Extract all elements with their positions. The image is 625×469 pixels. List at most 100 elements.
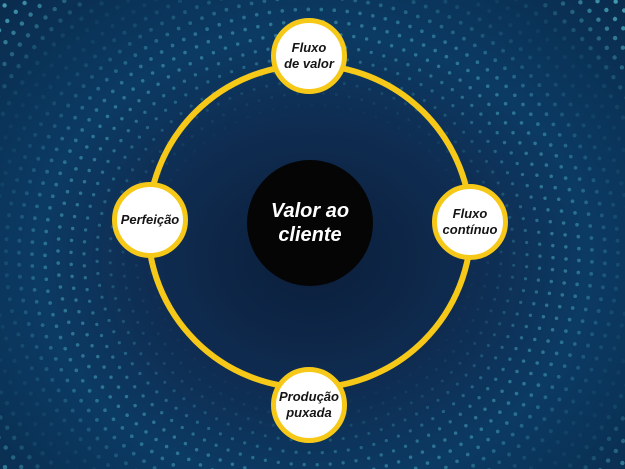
background-dot [488, 24, 493, 29]
background-dot [570, 9, 575, 15]
background-dot [98, 124, 102, 129]
background-dot [200, 16, 204, 20]
background-dot [219, 392, 223, 395]
background-dot [495, 131, 499, 135]
background-dot [194, 5, 199, 10]
background-dot [473, 259, 477, 263]
background-dot [119, 80, 124, 85]
background-dot [596, 17, 601, 22]
background-dot [567, 463, 573, 468]
background-dot [586, 295, 590, 300]
background-dot [604, 26, 610, 31]
background-dot [2, 3, 7, 8]
background-dot [67, 10, 73, 15]
background-dot [403, 10, 408, 15]
background-dot [33, 132, 38, 137]
background-dot [11, 189, 16, 194]
background-dot [462, 130, 466, 134]
background-dot [57, 431, 62, 436]
background-dot [409, 38, 414, 42]
background-dot [564, 409, 569, 414]
background-dot [199, 56, 204, 60]
background-dot [499, 262, 503, 266]
background-dot [266, 47, 270, 51]
background-dot [176, 26, 181, 31]
background-dot [476, 169, 480, 173]
background-dot [5, 285, 11, 290]
background-dot [90, 343, 94, 348]
background-dot [587, 8, 592, 13]
background-dot [563, 430, 568, 435]
background-dot [152, 420, 156, 425]
background-dot [615, 238, 620, 243]
background-dot [427, 19, 432, 24]
background-dot [117, 365, 122, 370]
background-dot [503, 101, 508, 106]
background-dot [599, 213, 604, 218]
background-dot [532, 302, 536, 306]
background-dot [33, 421, 38, 427]
background-dot [464, 423, 468, 428]
background-dot [133, 403, 137, 408]
background-dot [601, 167, 606, 172]
background-dot [120, 426, 125, 430]
background-dot [366, 0, 370, 5]
background-dot [4, 261, 9, 266]
background-dot [150, 321, 154, 325]
background-dot [614, 226, 619, 231]
background-dot [154, 39, 159, 43]
background-dot [616, 334, 621, 340]
background-dot [48, 345, 53, 350]
background-dot [415, 439, 419, 443]
background-dot [469, 120, 474, 125]
background-dot [397, 380, 401, 384]
background-dot [82, 264, 86, 268]
background-dot [550, 328, 555, 332]
background-dot [578, 144, 583, 149]
background-dot [571, 420, 576, 426]
background-dot [307, 451, 311, 455]
background-dot [28, 391, 33, 396]
background-dot [484, 320, 488, 324]
background-dot [466, 68, 470, 73]
background-dot [57, 273, 61, 277]
background-dot [487, 102, 491, 107]
background-dot [455, 5, 460, 10]
background-dot [193, 32, 198, 36]
background-dot [440, 80, 444, 85]
background-dot [371, 63, 375, 67]
background-dot [49, 27, 54, 32]
background-dot [507, 452, 512, 457]
background-dot [408, 455, 413, 460]
background-dot [543, 372, 547, 377]
background-dot [586, 343, 590, 348]
background-dot [164, 444, 169, 449]
background-dot [592, 435, 597, 440]
background-dot [83, 276, 87, 280]
background-dot [187, 457, 191, 462]
background-dot [59, 213, 64, 217]
background-dot [37, 311, 42, 316]
background-dot [480, 354, 484, 358]
background-dot [544, 163, 549, 167]
background-dot [63, 346, 68, 351]
background-dot [386, 386, 390, 390]
background-dot [188, 21, 193, 25]
background-dot [88, 96, 92, 100]
background-dot [559, 209, 564, 213]
background-dot [430, 387, 435, 391]
background-dot [179, 112, 183, 116]
background-dot [188, 61, 192, 66]
background-dot [570, 83, 575, 88]
background-dot [133, 385, 137, 389]
background-dot [222, 407, 226, 411]
background-dot [533, 141, 537, 146]
background-dot [42, 412, 47, 417]
background-dot [383, 67, 388, 71]
background-dot [537, 326, 542, 330]
background-dot [243, 466, 247, 469]
background-dot [19, 286, 24, 291]
background-dot [583, 378, 588, 383]
background-dot [142, 412, 146, 416]
background-dot [194, 45, 199, 49]
